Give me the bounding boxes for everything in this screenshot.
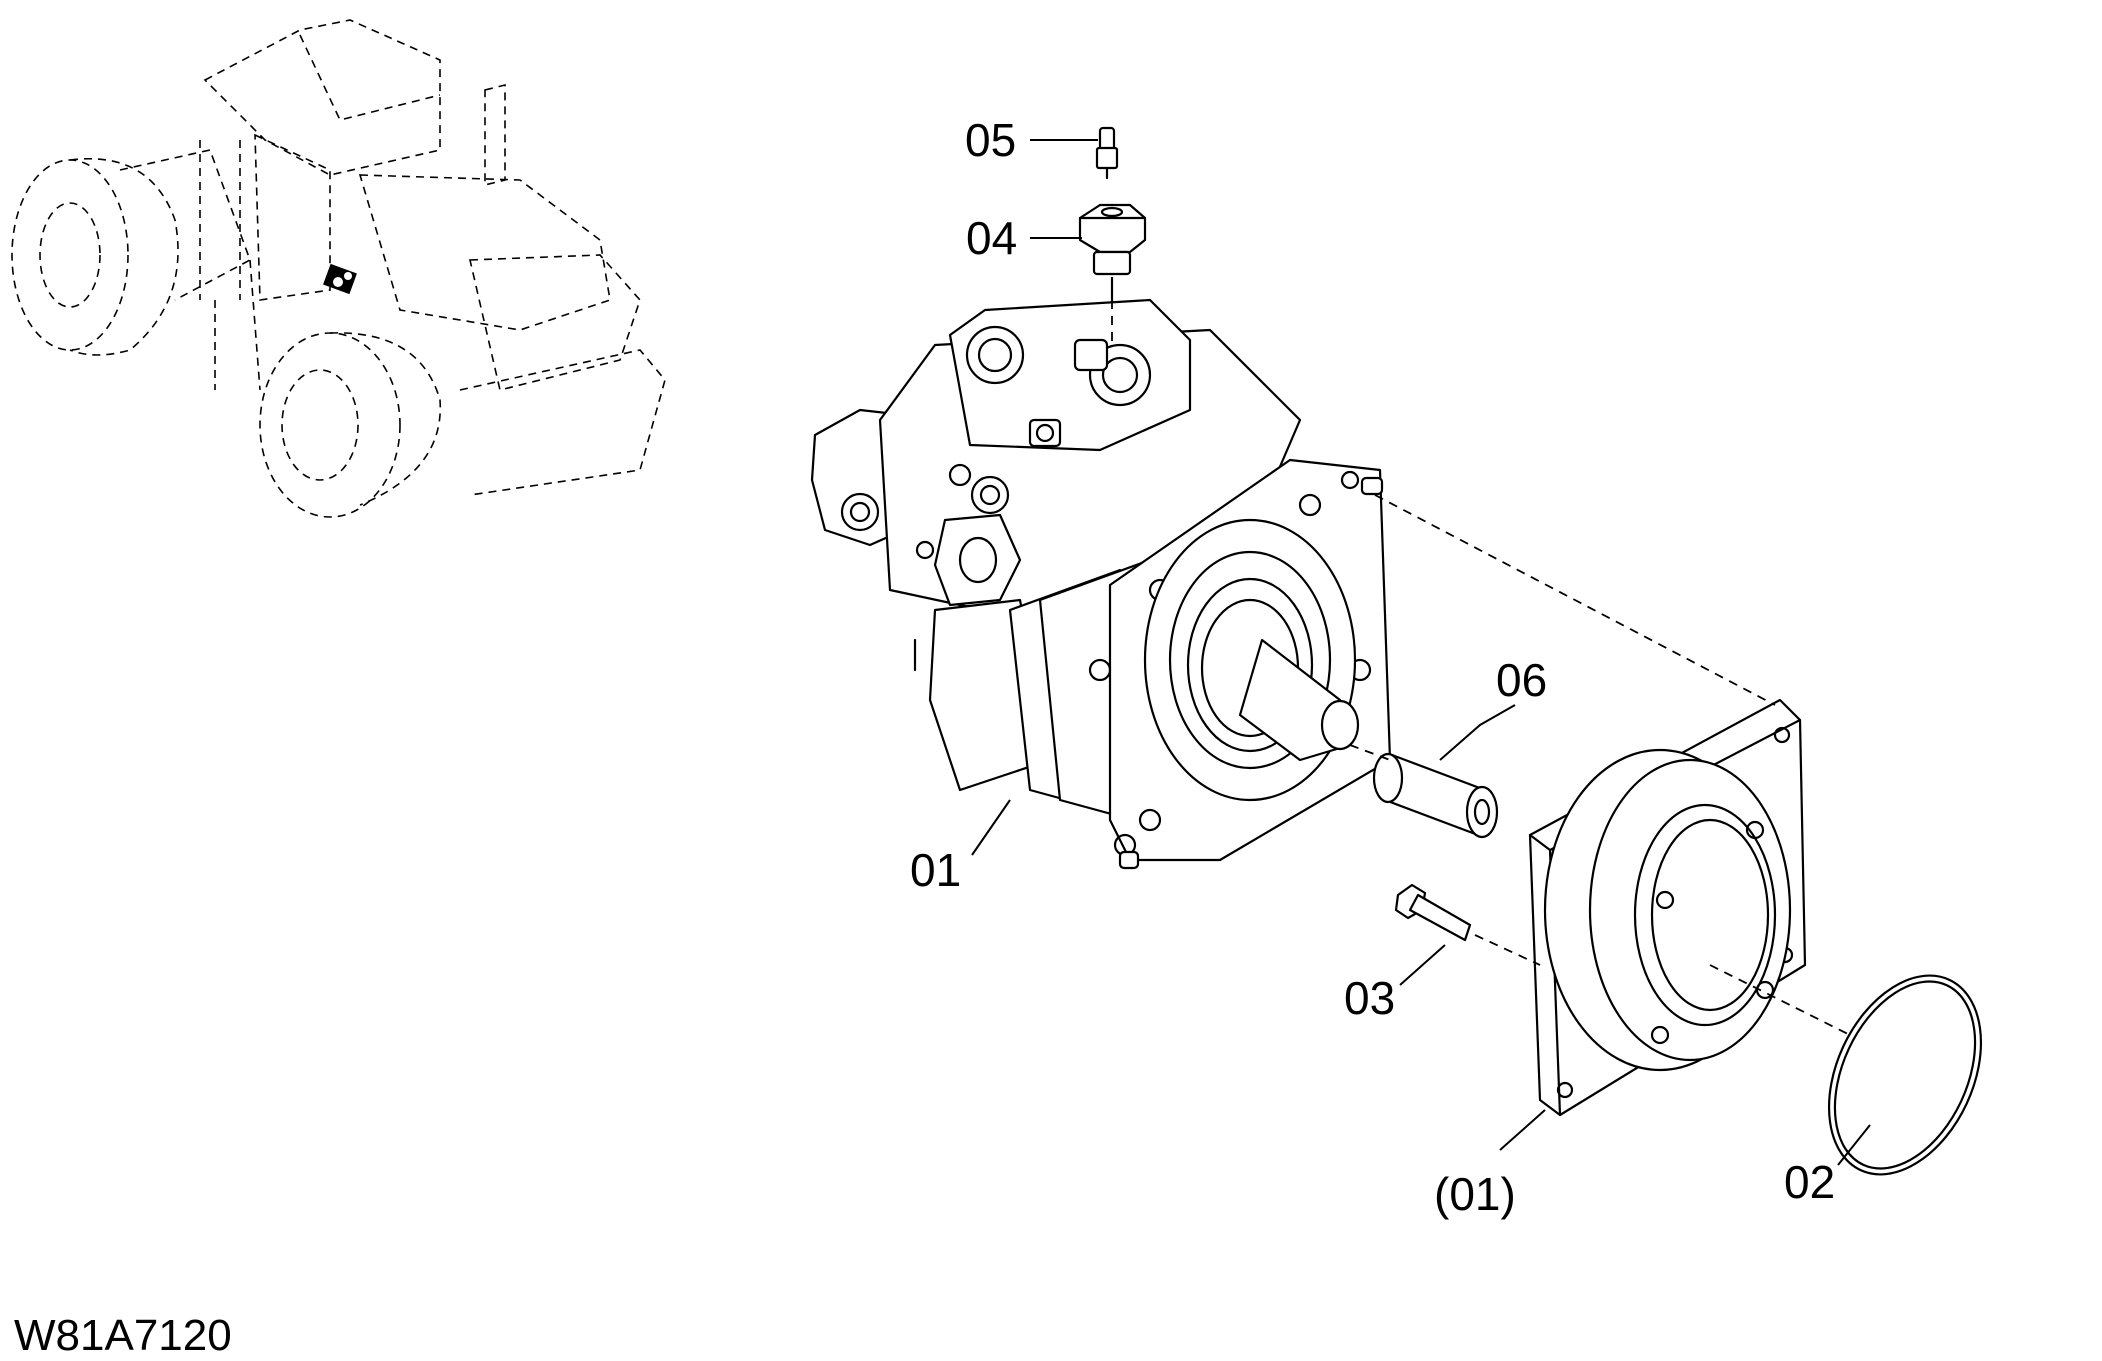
part-04-plug xyxy=(1078,203,1147,347)
part-02-o-ring xyxy=(1827,974,1983,1176)
part-03-bolt xyxy=(1394,883,1472,942)
callout-05: 05 xyxy=(965,114,1016,166)
machine-locator-view xyxy=(11,19,666,518)
part-05-fitting xyxy=(1095,126,1119,180)
pump-location-marker xyxy=(323,263,357,295)
callout-01-sub: (01) xyxy=(1434,1168,1516,1220)
part-06-coupling xyxy=(1372,752,1499,839)
callout-02: 02 xyxy=(1784,1156,1835,1208)
callout-labels: 05 04 06 01 03 (01) 02 xyxy=(910,114,1835,1220)
drawing-number: W81A7120 xyxy=(14,1311,232,1360)
part-01-pump xyxy=(810,298,1392,870)
callout-04: 04 xyxy=(966,212,1017,264)
callout-06: 06 xyxy=(1496,654,1547,706)
callout-03: 03 xyxy=(1344,972,1395,1024)
part-01-flange xyxy=(1528,698,1807,1117)
callout-01: 01 xyxy=(910,844,961,896)
flange-bolt-holes xyxy=(1088,470,1372,857)
leader-lines xyxy=(971,139,1871,1166)
assembly-lines xyxy=(1111,300,1851,1036)
